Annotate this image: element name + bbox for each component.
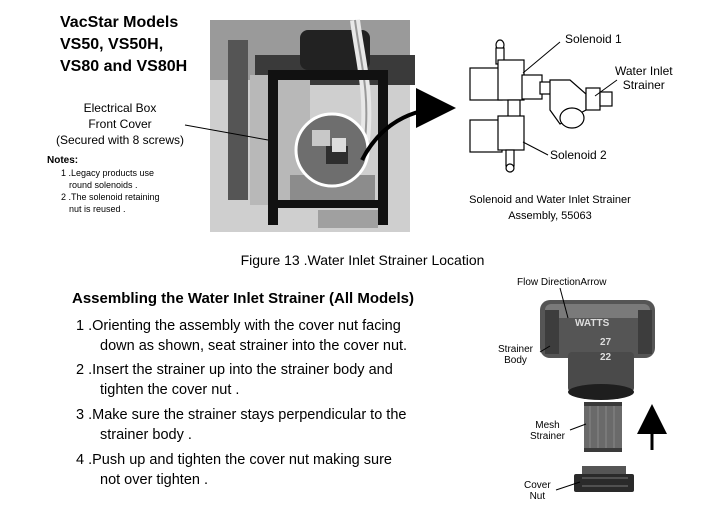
solenoid1-label: Solenoid 1 xyxy=(565,32,622,46)
electrical-box-line3: (Secured with 8 screws) xyxy=(55,133,185,147)
step-2-line1: 2 .Insert the strainer up into the strai… xyxy=(76,362,393,378)
machine-photo xyxy=(210,19,415,232)
model-title: VacStar Models VS50, VS50H, VS80 and VS8… xyxy=(60,12,187,78)
flow-arrow-leader xyxy=(559,287,569,319)
step-1-line2: down as shown, seat strainer into the co… xyxy=(100,338,408,354)
notes-heading: Notes: xyxy=(47,155,79,166)
step-3-line1: 3 .Make sure the strainer stays perpendi… xyxy=(76,407,407,423)
water-inlet-strainer-label: Water Inlet Strainer xyxy=(615,64,673,92)
cover-nut-photo xyxy=(574,466,634,492)
model-title-line3: VS80 and VS80H xyxy=(60,58,188,75)
step-3-line2: strainer body . xyxy=(100,427,192,443)
mesh-strainer-label: Mesh Strainer xyxy=(530,420,565,442)
strainer-body-photo: WATTS 27 22 xyxy=(540,300,655,400)
notes-block: Notes: 1 .Legacy products use round sole… xyxy=(47,155,197,215)
note2-line2: nut is reused . xyxy=(69,204,126,214)
solenoid-assembly-drawing xyxy=(469,39,613,173)
casting-text-size1: 27 xyxy=(600,337,612,348)
step-4-line2: not over tighten . xyxy=(100,472,209,488)
strainer-body-label: Strainer Body xyxy=(498,344,533,366)
strainer-label-line1: Water Inlet xyxy=(615,64,673,78)
cover-nut-line1: Cover xyxy=(524,480,551,491)
assembly-caption-line1: Solenoid and Water Inlet Strainer xyxy=(469,194,631,206)
model-title-line1: VacStar Models xyxy=(60,14,179,31)
mesh-strainer-line1: Mesh xyxy=(535,420,560,431)
strainer-leader xyxy=(594,79,618,97)
step-4: 4 .Push up and tighten the cover nut mak… xyxy=(76,450,446,490)
cover-nut-label: Cover Nut xyxy=(524,480,551,502)
instructions-heading: Assembling the Water Inlet Strainer (All… xyxy=(72,290,414,307)
electrical-box-line2: Front Cover xyxy=(88,117,152,131)
note1-line1: 1 .Legacy products use xyxy=(61,168,155,178)
cover-nut-line2: Nut xyxy=(529,491,546,502)
step-4-line1: 4 .Push up and tighten the cover nut mak… xyxy=(76,452,392,468)
mesh-strainer-photo xyxy=(584,402,622,452)
solenoid2-leader xyxy=(522,141,549,156)
step-2: 2 .Insert the strainer up into the strai… xyxy=(76,360,446,400)
step-1: 1 .Orienting the assembly with the cover… xyxy=(76,316,446,356)
mesh-leader xyxy=(569,423,587,431)
strainer-body-line1: Strainer xyxy=(498,344,534,355)
electrical-box-leader xyxy=(184,124,269,141)
step-3: 3 .Make sure the strainer stays perpendi… xyxy=(76,405,446,445)
assembly-caption-line2: Assembly, 55063 xyxy=(508,210,592,222)
casting-text-brand: WATTS xyxy=(575,318,610,329)
solenoid1-leader xyxy=(522,41,561,74)
nut-leader xyxy=(555,481,581,491)
flow-direction-arrow-label: Flow DirectionArrow xyxy=(517,277,607,288)
mesh-strainer-line2: Strainer xyxy=(530,431,566,442)
figure-caption: Figure 13 .Water Inlet Strainer Location xyxy=(240,252,485,268)
electrical-box-line1: Electrical Box xyxy=(83,101,157,115)
assembly-caption: Solenoid and Water Inlet Strainer Assemb… xyxy=(440,192,660,224)
strainer-label-line2: Strainer xyxy=(622,78,665,92)
note1-line2: round solenoids . xyxy=(69,180,138,190)
body-leader xyxy=(539,345,551,353)
step-2-line2: tighten the cover nut . xyxy=(100,382,240,398)
model-title-line2: VS50, VS50H, xyxy=(60,36,164,53)
electrical-box-label: Electrical Box Front Cover (Secured with… xyxy=(40,100,200,148)
step-1-line1: 1 .Orienting the assembly with the cover… xyxy=(76,318,401,334)
solenoid2-label: Solenoid 2 xyxy=(550,148,607,162)
callout-arrow xyxy=(360,88,456,161)
strainer-body-line2: Body xyxy=(504,355,527,366)
casting-text-size2: 22 xyxy=(600,352,612,363)
note2-line1: 2 .The solenoid retaining xyxy=(61,192,160,202)
